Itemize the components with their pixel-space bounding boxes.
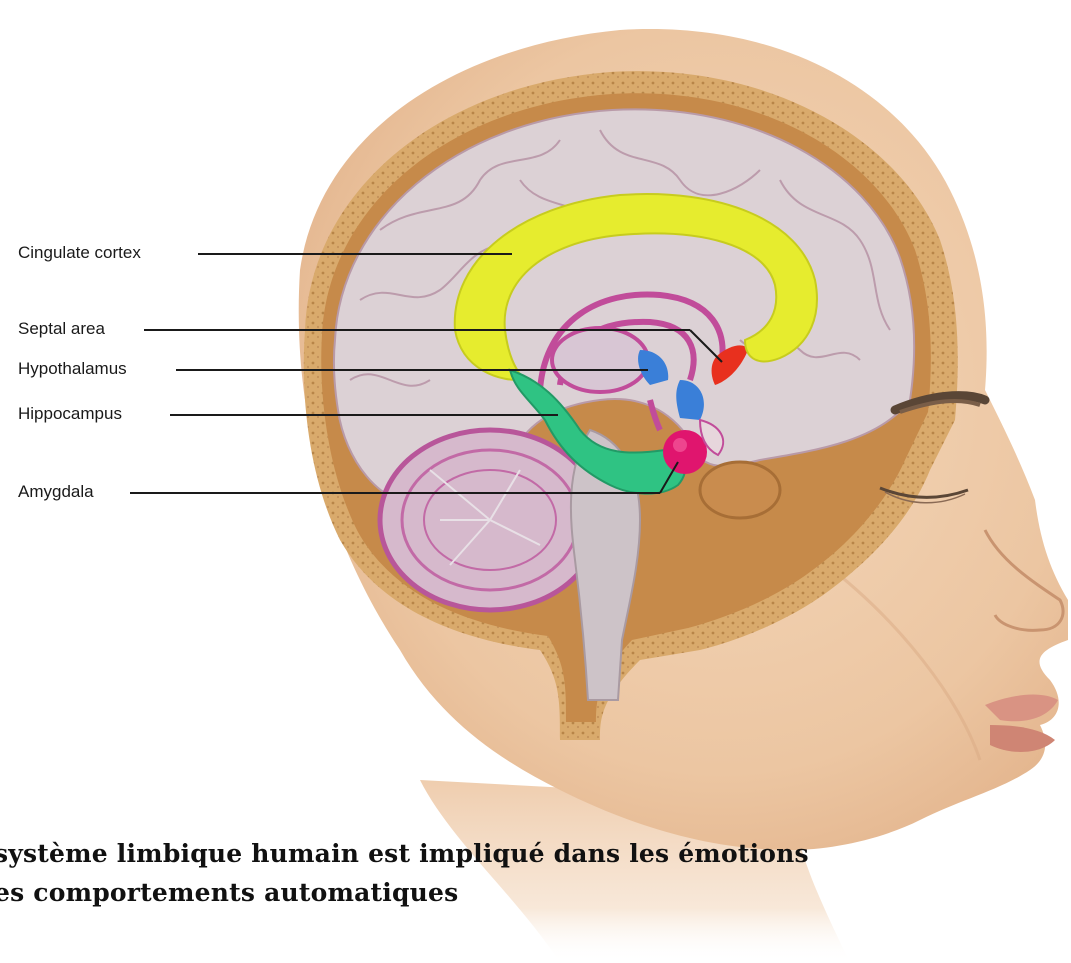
caption-line-1: système limbique humain est impliqué dan… bbox=[0, 839, 809, 868]
caption-line-2: es comportements automatiques bbox=[0, 878, 458, 907]
leader-septal-end bbox=[690, 330, 722, 362]
leader-amygdala-end bbox=[660, 462, 678, 493]
